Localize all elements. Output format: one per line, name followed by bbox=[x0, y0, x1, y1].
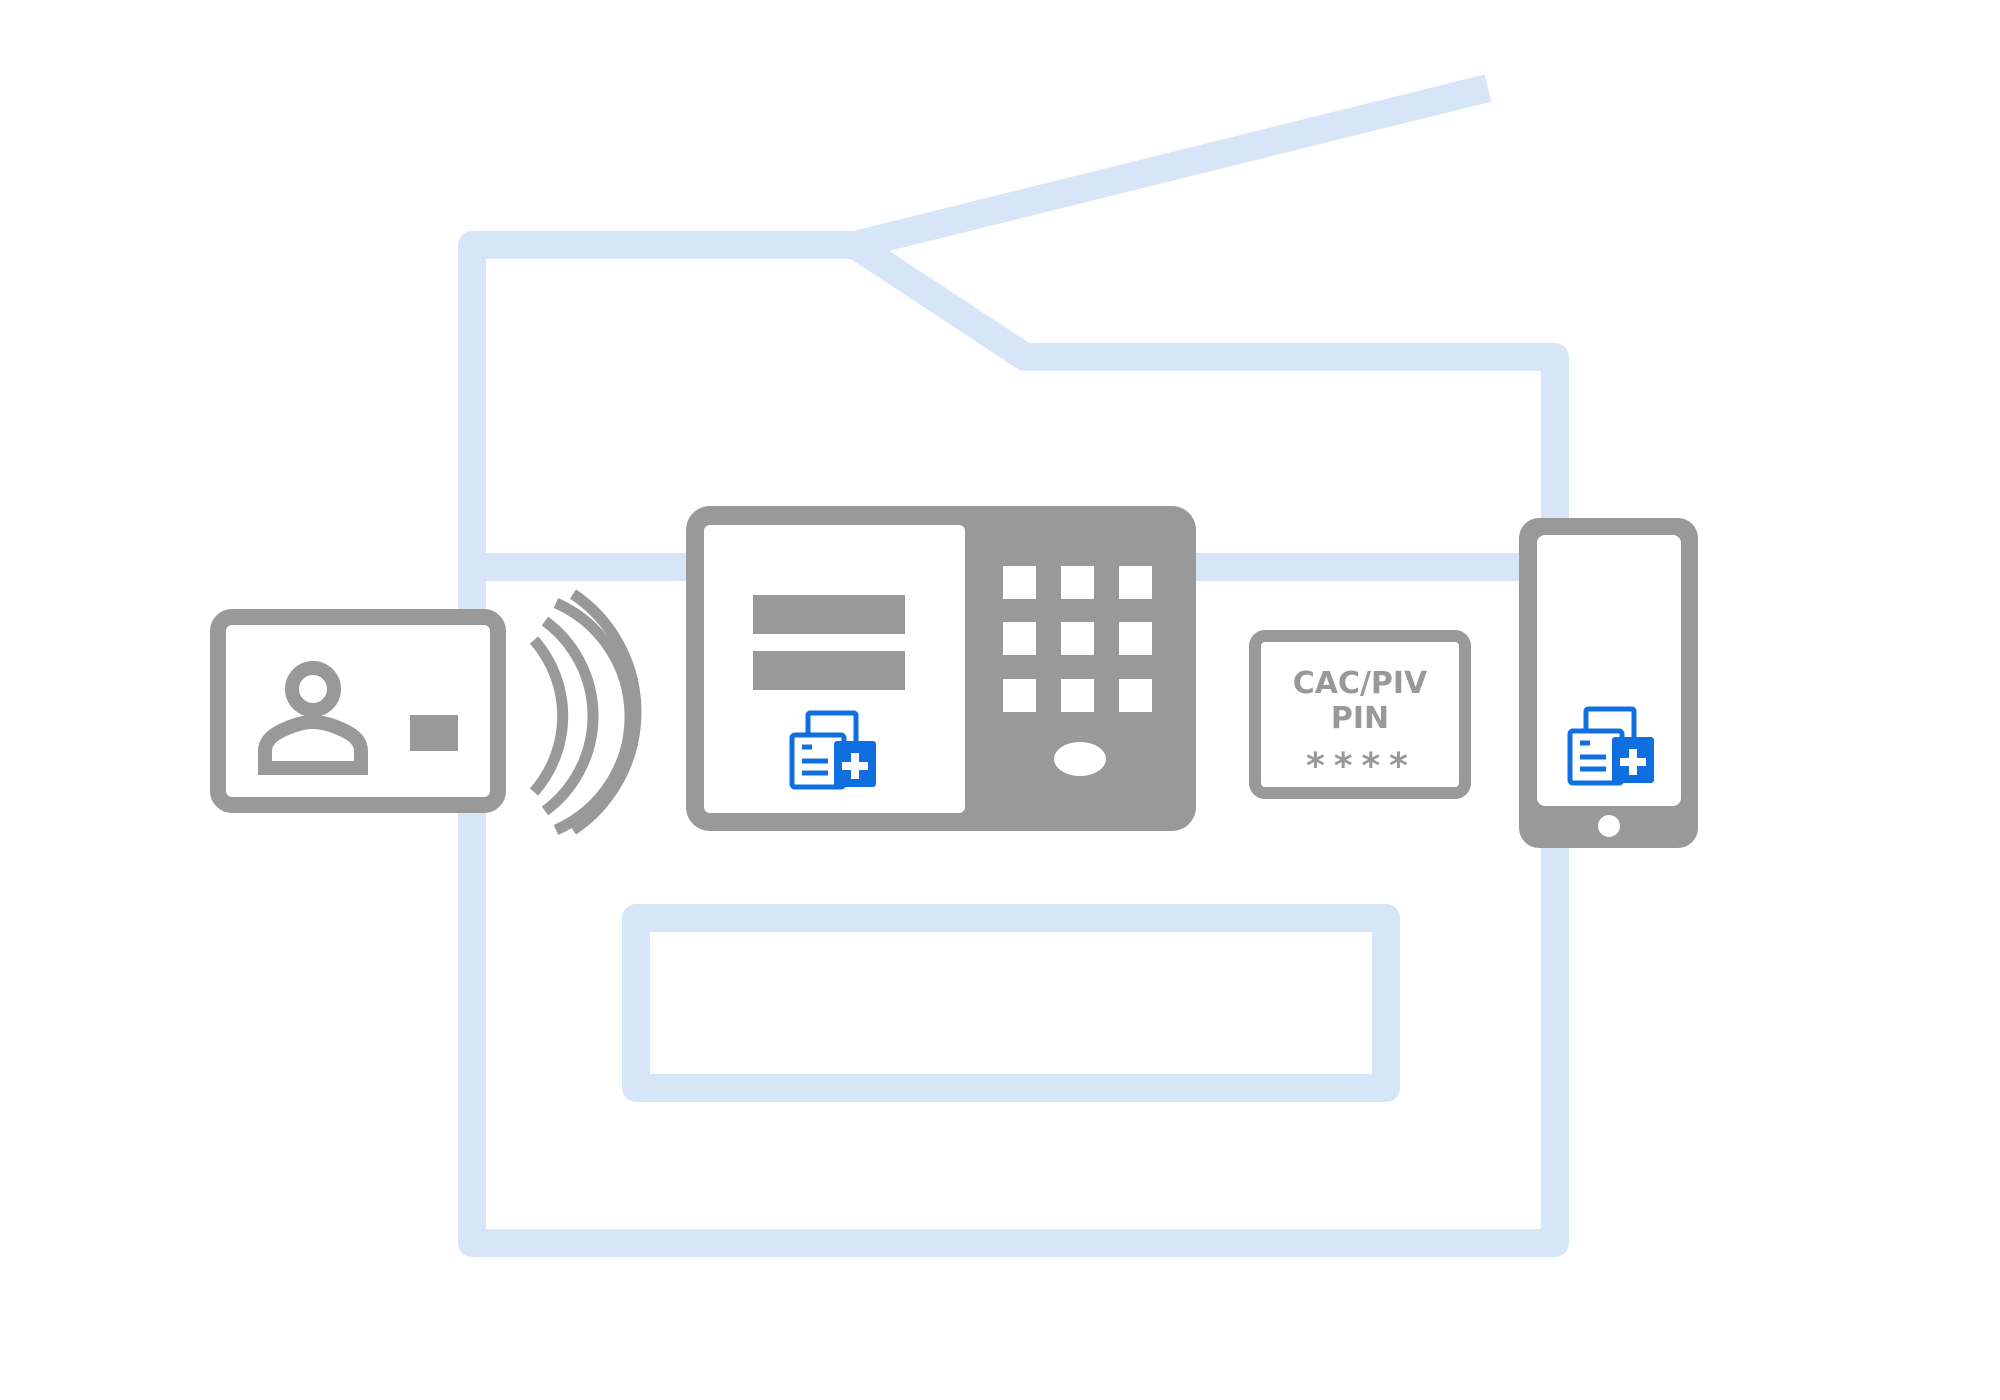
id-card-chip bbox=[410, 715, 458, 751]
fax-medical-icon bbox=[1567, 706, 1654, 786]
control-panel-icon bbox=[686, 506, 1196, 831]
screen-bar-1 bbox=[753, 595, 905, 634]
paper-tray bbox=[622, 904, 1400, 1102]
smartphone-icon bbox=[1519, 518, 1698, 848]
smartphone-home-button bbox=[1598, 815, 1620, 837]
scanner-lid bbox=[851, 74, 1492, 259]
pin-entry-card-icon: CAC/PIV PIN **** bbox=[1249, 630, 1471, 799]
id-card-person-body bbox=[258, 714, 368, 775]
contactless-signal-icon bbox=[529, 589, 642, 836]
screen-bar-2 bbox=[753, 651, 905, 690]
fax-medical-icon bbox=[789, 710, 876, 790]
keypad-start-button bbox=[1054, 742, 1106, 776]
id-card-icon bbox=[210, 609, 506, 813]
id-card-person-head bbox=[285, 661, 341, 717]
pin-card-title: CAC/PIV bbox=[1293, 666, 1428, 701]
pin-card-subtitle: PIN bbox=[1331, 701, 1389, 736]
pin-card-masked-pin: **** bbox=[1305, 746, 1416, 787]
keypad-icon bbox=[1003, 566, 1152, 776]
